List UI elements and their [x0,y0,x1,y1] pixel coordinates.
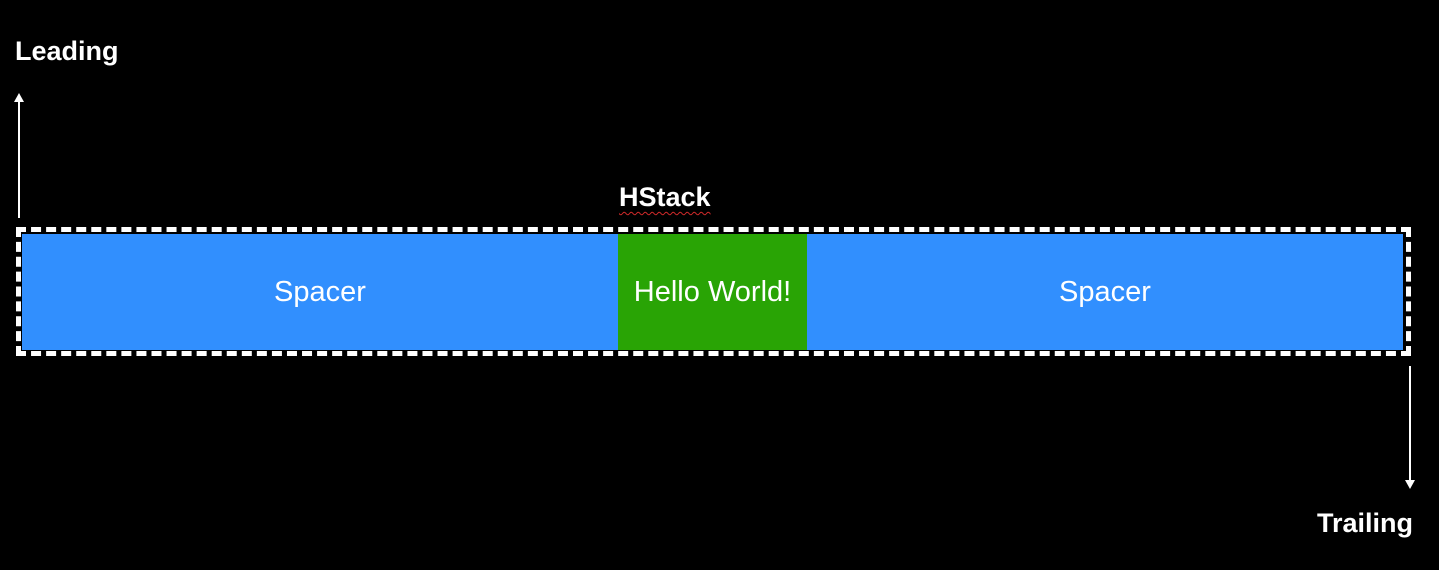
hstack-label: HStack [619,182,711,212]
spacer-left: Spacer [22,234,618,350]
hello-world-text-view: Hello World! [618,234,807,350]
trailing-arrow-down [1405,366,1415,489]
spacer-right: Spacer [807,234,1403,350]
hstack-dashed-frame [16,227,1411,356]
leading-arrow-up [14,93,24,218]
trailing-label: Trailing [1316,508,1413,538]
leading-label: Leading [15,36,119,66]
